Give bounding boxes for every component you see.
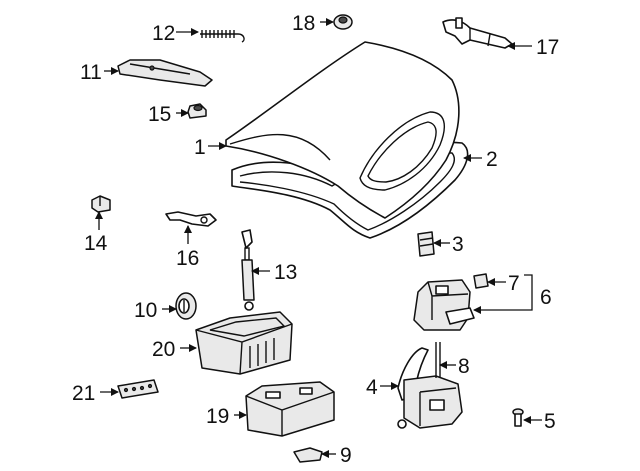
part-15-bumper	[187, 103, 207, 119]
callout-16: 16	[176, 247, 199, 270]
part-14-clip	[91, 195, 111, 213]
callout-5: 5	[544, 410, 556, 433]
callout-21: 21	[72, 382, 95, 405]
part-12-spring	[200, 30, 245, 43]
part-5-bolt	[512, 408, 524, 427]
callout-14: 14	[84, 232, 108, 255]
part-9-clip	[293, 447, 323, 463]
callout-1: 1	[194, 136, 206, 159]
part-10-lock-cylinder	[175, 292, 197, 320]
part-8-release-cable	[435, 342, 441, 378]
callout-4: 4	[366, 376, 378, 399]
part-20-storage-tray	[195, 311, 293, 375]
part-1-trunk-lid	[225, 41, 460, 219]
callout-19: 19	[206, 405, 229, 428]
part-21-trim-strip	[117, 379, 159, 399]
leader-6	[473, 274, 533, 314]
leader-lines	[95, 18, 542, 458]
callout-3: 3	[452, 233, 464, 256]
callout-20: 20	[152, 338, 175, 361]
callout-7: 7	[508, 272, 520, 295]
part-19-module	[245, 381, 335, 437]
part-13-gas-strut	[241, 229, 255, 311]
callout-15: 15	[148, 103, 171, 126]
callout-18: 18	[292, 12, 315, 35]
part-17-hinge-bracket	[442, 17, 513, 49]
callout-10: 10	[134, 299, 157, 322]
part-18-grommet	[333, 14, 353, 30]
callout-labels: 12 18 17 11 15 1 2 14 16 3 13 10 7 6 20 …	[72, 12, 559, 467]
part-7-connector	[473, 273, 489, 289]
callout-17: 17	[536, 36, 559, 59]
callout-6: 6	[540, 286, 552, 309]
part-11-hinge	[117, 59, 213, 87]
callout-12: 12	[152, 22, 175, 45]
callout-9: 9	[340, 444, 352, 467]
callout-11: 11	[80, 61, 102, 84]
callout-13: 13	[274, 261, 297, 284]
callout-2: 2	[486, 148, 498, 171]
callout-8: 8	[458, 355, 470, 378]
part-16-bracket	[165, 211, 217, 227]
part-6-latch-assembly	[413, 279, 475, 331]
part-3-bumper-stop	[417, 231, 435, 257]
part-4-latch	[397, 347, 463, 429]
